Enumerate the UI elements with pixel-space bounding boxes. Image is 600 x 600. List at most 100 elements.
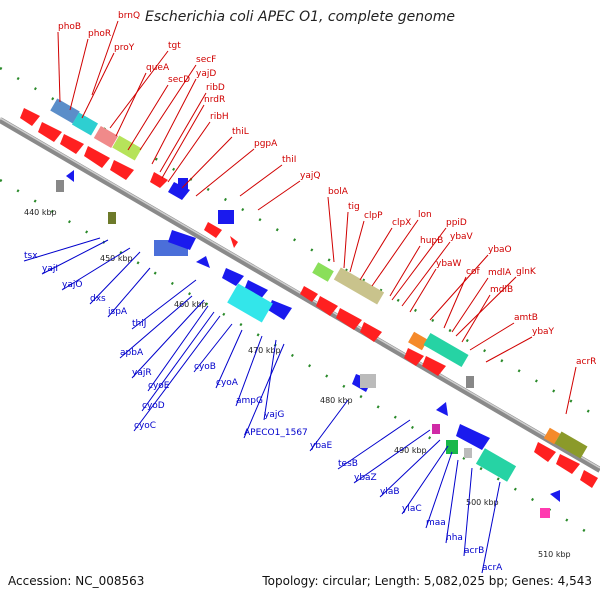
- gene-label-apbA: apbA: [120, 348, 144, 358]
- gene-label-brnQ: brnQ: [118, 11, 140, 21]
- leader-line: [461, 294, 491, 343]
- gene-arrow: [316, 296, 338, 316]
- feature-band: [112, 135, 142, 161]
- kbp-tick-label: 480 kbp: [320, 396, 353, 405]
- marker: [432, 424, 440, 434]
- gene-arrow: [196, 256, 210, 268]
- gene-label-cof: cof: [466, 267, 480, 277]
- gene-arrow: [556, 454, 580, 474]
- gene-arrow: [534, 442, 556, 462]
- leader-line: [109, 50, 169, 129]
- leader-line: [565, 366, 577, 415]
- gene-arrow: [20, 108, 40, 126]
- gene-label-yajO: yajO: [62, 280, 82, 290]
- leader-line: [107, 267, 151, 318]
- leader-line: [81, 52, 115, 119]
- gene-label-tig: tig: [348, 202, 360, 212]
- leader-line: [349, 220, 365, 273]
- gene-arrow: [550, 490, 560, 502]
- gene-arrow: [422, 356, 446, 376]
- leader-line: [23, 237, 101, 262]
- leader-line: [91, 20, 119, 96]
- gene-label-ybaW: ybaW: [436, 259, 462, 269]
- feature-band: [333, 267, 385, 305]
- leader-line: [167, 121, 211, 183]
- gene-arrow: [300, 286, 318, 302]
- gene-arrow: [168, 182, 190, 200]
- leader-line: [481, 481, 501, 574]
- kbp-tick-label: 460 kbp: [174, 300, 207, 309]
- leader-line: [337, 419, 411, 470]
- gene-label-phoB: phoB: [58, 22, 81, 32]
- kbp-tick-label: 490 kbp: [394, 446, 427, 455]
- leader-line: [133, 315, 221, 432]
- gene-label-ribD: ribD: [206, 83, 225, 93]
- gene-label-tsx: tsx: [24, 251, 38, 261]
- marker: [446, 440, 458, 454]
- feature-band: [423, 332, 469, 368]
- gene-arrow: [436, 402, 448, 416]
- gene-label-clpX: clpX: [392, 218, 411, 228]
- leader-line: [343, 211, 349, 269]
- leader-line: [139, 64, 197, 151]
- leader-line: [401, 241, 451, 307]
- leader-line: [425, 451, 453, 529]
- gene-label-ampG: ampG: [236, 396, 263, 406]
- gene-arrow: [268, 300, 292, 320]
- gene-label-yajR: yajR: [132, 368, 152, 378]
- gene-label-mdlA: mdlA: [488, 268, 512, 278]
- reverse-gene-arrows: [66, 170, 560, 502]
- marker: [540, 508, 550, 518]
- gene-label-hupB: hupB: [420, 236, 443, 246]
- gene-arrow: [66, 170, 74, 182]
- gene-arrow: [336, 308, 362, 330]
- marker: [466, 376, 474, 388]
- gene-arrow: [60, 134, 84, 154]
- forward-gene-arrows: [20, 108, 598, 488]
- kbp-tick-label: 450 kbp: [100, 254, 133, 263]
- feature-band: [93, 125, 119, 149]
- accession-text: Accession: NC_008563: [8, 574, 145, 588]
- feature-band: [543, 427, 561, 445]
- leader-line: [243, 343, 285, 439]
- gene-label-cyoD: cyoD: [142, 401, 165, 411]
- gene-label-glnK: glnK: [516, 267, 537, 277]
- gene-arrow: [360, 322, 382, 342]
- leader-line: [485, 336, 533, 363]
- gene-label-acrA: acrA: [482, 563, 503, 573]
- gene-label-proY: proY: [114, 43, 135, 53]
- gene-block: [227, 283, 273, 323]
- gene-label-thiL: thiL: [232, 127, 249, 137]
- gene-label-ribH: ribH: [210, 112, 229, 122]
- gene-arrow: [204, 222, 222, 238]
- kbp-ticks: 440 kbp 450 kbp 460 kbp 470 kbp 480 kbp …: [24, 208, 571, 559]
- gene-label-ybaY: ybaY: [532, 327, 555, 337]
- leader-line: [159, 92, 207, 173]
- leader-line: [309, 399, 349, 452]
- feature-band: [408, 331, 428, 351]
- leader-line: [443, 276, 467, 329]
- gene-label-ybaZ: ybaZ: [354, 473, 377, 483]
- gene-label-hha: hha: [446, 533, 463, 543]
- gene-label-clpP: clpP: [364, 211, 383, 221]
- leader-line: [89, 251, 141, 305]
- gene-arrow: [580, 470, 598, 488]
- gene-label-acrR: acrR: [576, 357, 596, 367]
- feature-band: [554, 431, 588, 459]
- leader-line: [401, 445, 449, 515]
- gene-label-dxs: dxs: [90, 294, 106, 304]
- gene-arrow: [168, 230, 196, 250]
- leader-line: [127, 84, 169, 151]
- misc-markers: [56, 178, 550, 518]
- feature-band: [312, 262, 334, 282]
- gene-arrow: [110, 160, 134, 180]
- gene-arrow: [456, 424, 490, 450]
- leader-line: [131, 279, 197, 330]
- kbp-tick-label: 470 kbp: [248, 346, 281, 355]
- leader-line: [409, 268, 437, 313]
- leader-line: [429, 254, 489, 321]
- gene-label-ylaC: ylaC: [402, 504, 422, 514]
- reverse-guide-track: [0, 178, 600, 542]
